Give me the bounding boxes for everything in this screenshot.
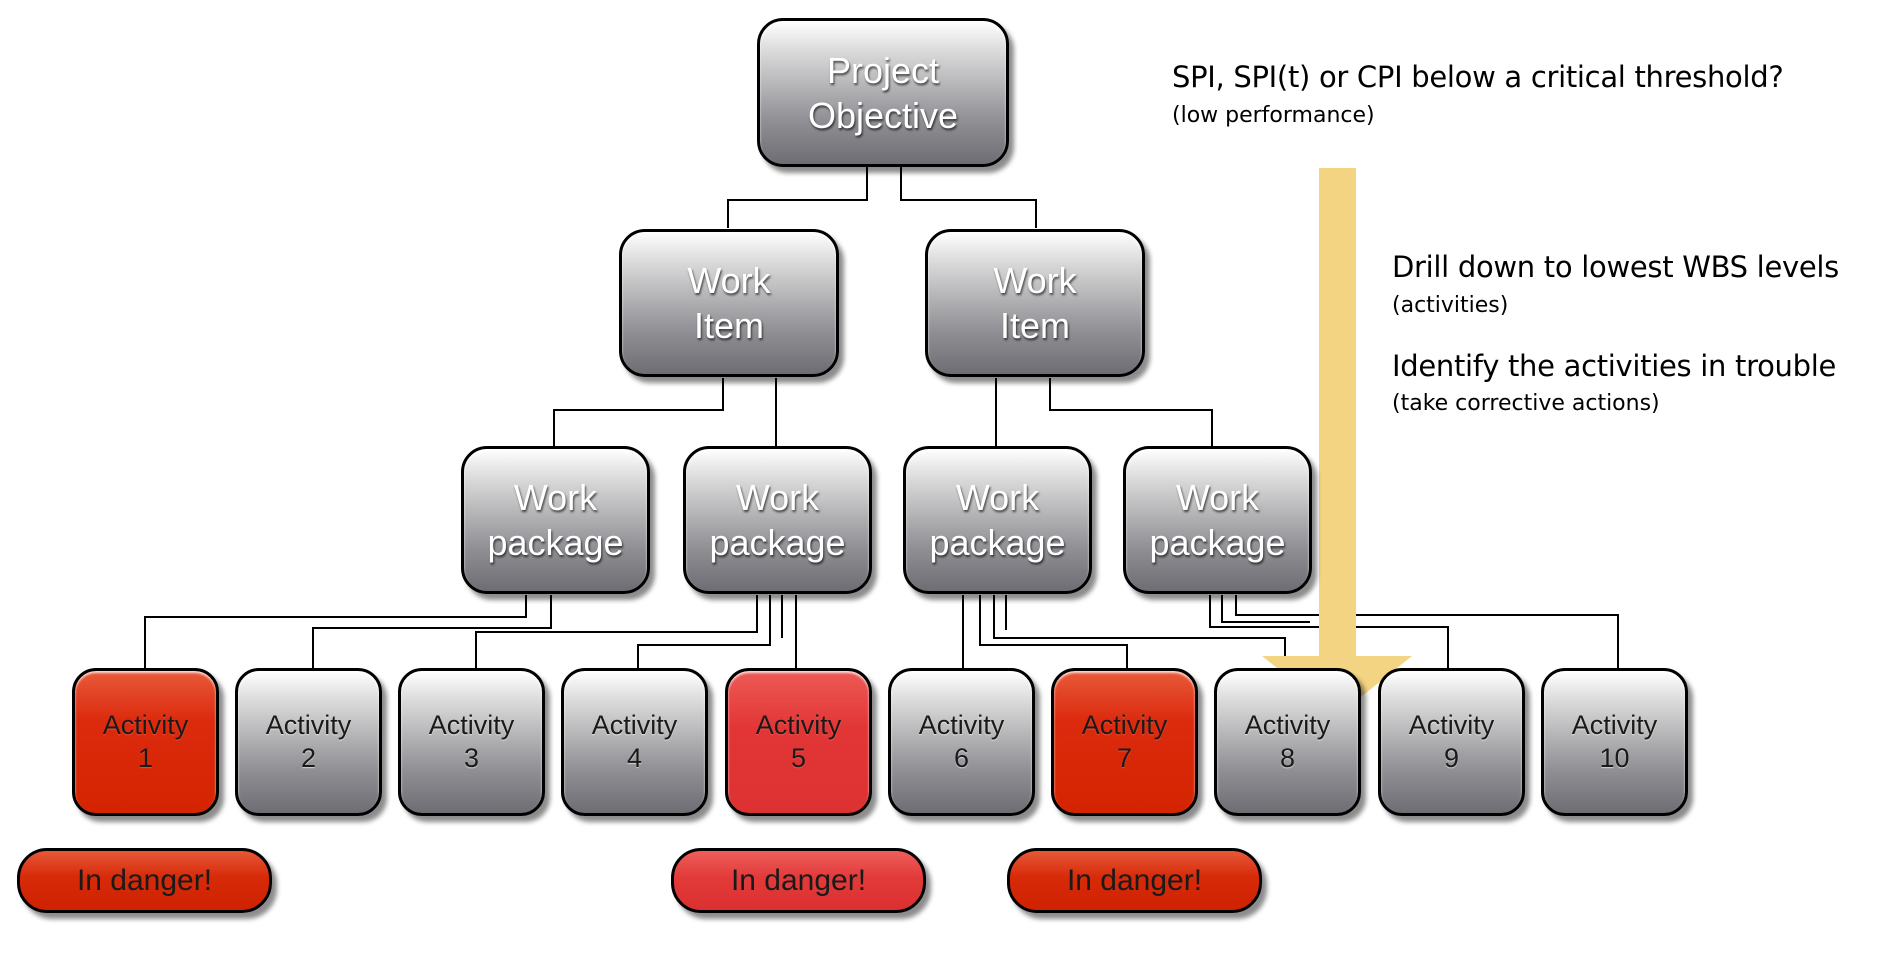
- activity-node-8: Activity 8: [1214, 668, 1361, 816]
- activity-node-6: Activity 6: [888, 668, 1035, 816]
- work-item-node-1: Work Item: [619, 229, 839, 377]
- identify-activities-subtext: (take corrective actions): [1392, 391, 1660, 416]
- activity-node-10: Activity 10: [1541, 668, 1688, 816]
- activity-node-4: Activity 4: [561, 668, 708, 816]
- work-package-node-2: Work package: [683, 446, 872, 594]
- activity-node-9: Activity 9: [1378, 668, 1525, 816]
- work-package-node-4: Work package: [1123, 446, 1312, 594]
- drill-down-subtext: (activities): [1392, 293, 1509, 318]
- work-package-node-3: Work package: [903, 446, 1092, 594]
- activity-node-2: Activity 2: [235, 668, 382, 816]
- in-danger-badge-1: In danger!: [17, 848, 272, 913]
- activity-node-7: Activity 7: [1051, 668, 1198, 816]
- work-item-node-2: Work Item: [925, 229, 1145, 377]
- activity-node-3: Activity 3: [398, 668, 545, 816]
- connector-wp2-a4: [637, 595, 771, 668]
- connector-wp4-stub: [1221, 595, 1310, 623]
- connector-wp1-a2: [312, 595, 552, 668]
- connector-wp4-a10: [1235, 595, 1619, 668]
- drill-down-text: Drill down to lowest WBS levels: [1392, 250, 1839, 284]
- connector-wi2-wp4: [1049, 378, 1213, 447]
- connector-root-wi1: [727, 165, 868, 228]
- connector-wp3-a8: [993, 595, 1286, 668]
- work-package-node-1: Work package: [461, 446, 650, 594]
- threshold-question-subtext: (low performance): [1172, 103, 1375, 128]
- identify-activities-text: Identify the activities in trouble: [1392, 349, 1837, 383]
- connector-wi1-wp1: [553, 378, 724, 447]
- connector-wp2-a3: [475, 595, 758, 668]
- activity-node-5: Activity 5: [725, 668, 872, 816]
- connector-wp3-a7: [979, 595, 1128, 668]
- activity-node-1: Activity 1: [72, 668, 219, 816]
- connector-wp1-a1: [144, 595, 527, 668]
- in-danger-badge-3: In danger!: [1007, 848, 1262, 913]
- project-objective-node: Project Objective: [757, 18, 1009, 167]
- threshold-question-text: SPI, SPI(t) or CPI below a critical thre…: [1172, 60, 1784, 94]
- in-danger-badge-2: In danger!: [671, 848, 926, 913]
- connector-root-wi2: [900, 165, 1037, 228]
